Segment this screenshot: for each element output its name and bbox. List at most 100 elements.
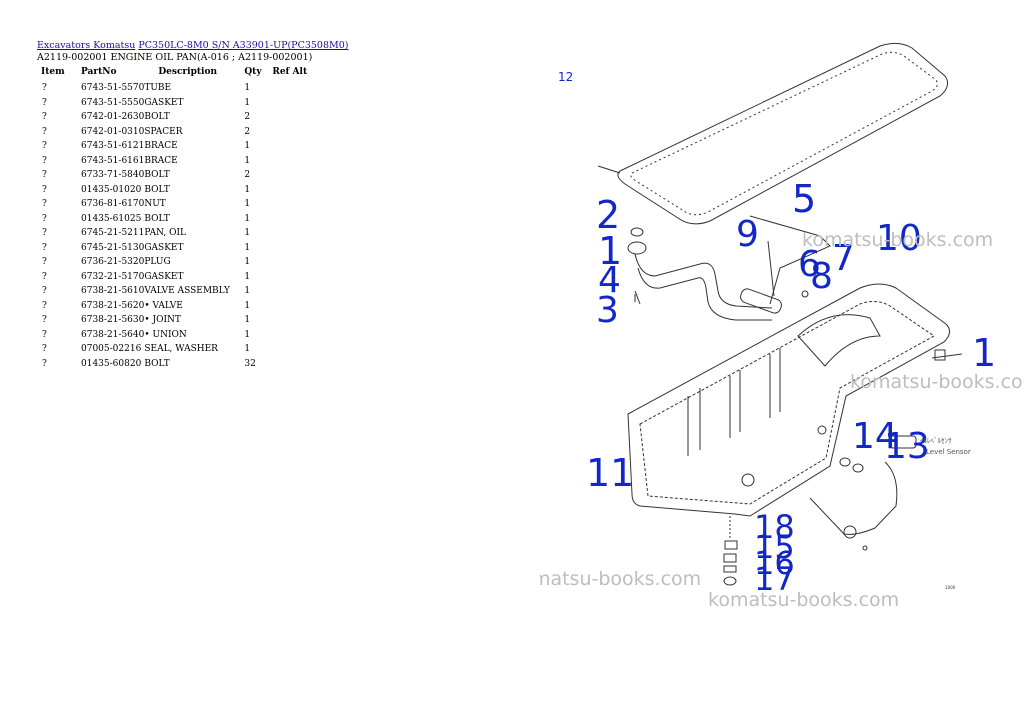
callout-8: 8: [810, 256, 833, 297]
cell-qty: 1: [244, 271, 251, 282]
cell-partno: 6745-21-5211: [81, 228, 145, 238]
cell-refalt: [272, 81, 307, 96]
cell-partno: 6733-71-5840: [81, 170, 145, 180]
cell-item: ?: [42, 286, 47, 296]
gasket-outline: [617, 42, 949, 225]
leader-line: [597, 165, 621, 174]
cell-item: ?: [42, 126, 47, 137]
cell-qty: 1: [244, 344, 251, 354]
cell-qty: 1: [244, 184, 251, 195]
sensor-harness: [809, 461, 898, 535]
callout-12: 12: [558, 70, 573, 84]
cell-qty: 1: [244, 257, 251, 267]
tube-flange: [627, 241, 647, 255]
oil-pan: [627, 283, 950, 517]
cell-item: ?: [42, 315, 47, 325]
gasket-ring: [630, 227, 644, 237]
cell-item: ?: [42, 257, 47, 267]
cell-refalt: [272, 168, 307, 183]
cell-qty: 1: [244, 228, 251, 238]
drain-plug: [741, 473, 755, 487]
col-header-item: Item: [41, 67, 65, 77]
cell-partno: 01435-61025: [81, 213, 142, 224]
engine-oil-pan-diagram: 1000 12 2 1 4 3 9 5 6 8 7 10 1 11 14 13 …: [540, 42, 1024, 611]
exploded-diagram: 1000 12 2 1 4 3 9 5 6 8 7 10 1 11 14 13 …: [540, 36, 1024, 636]
cell-description: • JOINT: [144, 315, 181, 325]
cell-refalt: [272, 357, 307, 372]
callout-17: 17: [754, 560, 795, 598]
cell-qty: 2: [244, 112, 251, 122]
cell-description: VALVE ASSEMBLY: [144, 286, 230, 296]
callout-5: 5: [792, 177, 816, 221]
cell-partno: 6736-21-5320: [81, 257, 145, 267]
table-header-row: Item PartNo Description Qty Ref Alt: [37, 67, 307, 81]
cell-qty: 1: [244, 97, 251, 108]
cell-qty: 1: [244, 199, 251, 209]
cell-item: ?: [42, 170, 47, 180]
watermarks: komatsu-books.com komatsu-books.com koma…: [540, 229, 1024, 611]
cell-partno: 07005-02216: [81, 344, 142, 354]
cell-item: ?: [42, 213, 47, 224]
callout-4: 4: [598, 260, 621, 301]
sensor-label-en: Level Sensor: [926, 448, 971, 456]
cell-qty: 32: [244, 358, 256, 369]
col-header-refalt: Ref Alt: [272, 67, 308, 77]
cell-refalt: [272, 241, 307, 256]
callout-3: 3: [596, 290, 619, 331]
cell-refalt: [272, 226, 307, 241]
watermark-4: komatsu-books.com: [708, 589, 899, 611]
gasket-inner: [630, 51, 938, 216]
cell-description: SPACER: [144, 126, 183, 137]
callout-14: 14: [852, 416, 898, 457]
svg-text:1000: 1000: [945, 585, 956, 590]
cell-refalt: [272, 284, 307, 299]
cell-partno: 01435-01020: [81, 184, 142, 195]
cell-refalt: [272, 139, 307, 154]
cell-item: ?: [42, 97, 47, 108]
cell-description: BOLT: [144, 112, 170, 122]
breadcrumb-link-excavators[interactable]: Excavators Komatsu: [37, 40, 136, 51]
cell-item: ?: [42, 358, 47, 369]
cell-item: ?: [42, 155, 47, 166]
cell-item: ?: [42, 228, 47, 238]
bolt-head: [934, 349, 946, 361]
cell-partno: 01435-60820: [81, 358, 142, 369]
callout-15: 15: [754, 528, 795, 566]
cell-qty: 1: [244, 242, 251, 253]
callout-7: 7: [832, 238, 855, 279]
cell-refalt: [272, 270, 307, 285]
callout-2: 2: [596, 193, 620, 237]
callout-13: 13: [884, 426, 930, 467]
breadcrumb-link-model[interactable]: PC350LC-8M0 S/N A33901-UP(PC3508M0): [138, 40, 349, 51]
cell-item: ?: [42, 329, 47, 340]
strainer: [740, 288, 782, 314]
cell-refalt: [272, 197, 307, 212]
cell-description: BOLT: [144, 170, 170, 180]
cell-partno: 6738-21-5620: [81, 300, 145, 311]
cell-description: GASKET: [144, 97, 184, 108]
cell-item: ?: [42, 141, 47, 151]
cell-description: PAN, OIL: [144, 228, 187, 238]
cell-qty: 2: [244, 170, 251, 180]
cell-refalt: [272, 96, 307, 111]
cell-item: ?: [42, 344, 47, 354]
callout-1: 1: [598, 229, 622, 273]
callout-labels: 12 2 1 4 3 9 5 6 8 7 10 1 11 14 13 18 15…: [558, 70, 996, 598]
cell-partno: 6745-21-5130: [81, 242, 145, 253]
cell-item: ?: [42, 83, 47, 93]
cell-partno: 6743-51-5570: [81, 83, 145, 93]
cell-item: ?: [42, 199, 47, 209]
cell-partno: 6732-21-5170: [81, 271, 145, 282]
